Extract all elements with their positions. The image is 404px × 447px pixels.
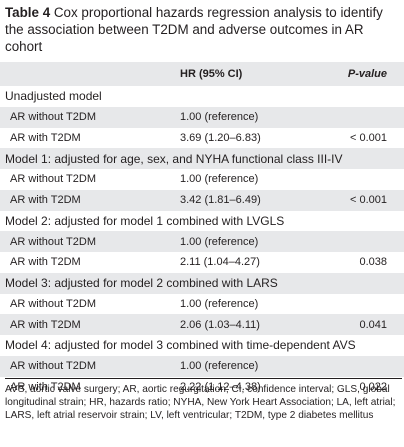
model-section-row: Unadjusted model xyxy=(0,86,404,107)
model-section-title: Unadjusted model xyxy=(5,89,102,104)
group-label: AR with T2DM xyxy=(0,314,180,335)
hazard-ratio-cell: 1.00 (reference) xyxy=(180,173,259,186)
p-value-cell: 0.041 xyxy=(326,314,404,335)
table-title: Cox proportional hazards regression anal… xyxy=(5,5,383,54)
table-footnote: AVS, aortic valve surgery; AR, aortic re… xyxy=(5,378,402,422)
table-caption: Table 4 Cox proportional hazards regress… xyxy=(5,4,397,55)
table-row: AR with T2DM 3.69 (1.20–6.83) < 0.001 xyxy=(0,128,404,149)
p-value-cell: < 0.001 xyxy=(349,131,387,144)
p-value-cell: < 0.001 xyxy=(326,189,404,211)
hazard-ratio-cell: 3.69 (1.20–6.83) xyxy=(180,131,261,144)
hazard-ratio-cell: 2.22 (1.12–4.38) xyxy=(180,380,261,393)
results-table: HR (95% CI) P-value Unadjusted model AR w… xyxy=(0,62,404,397)
model-section-title: Model 3: adjusted for model 2 combined w… xyxy=(0,272,404,294)
p-value-cell xyxy=(326,106,404,128)
hazard-ratio-cell: 1.00 (reference) xyxy=(180,106,326,128)
hazard-ratio-cell: 2.11 (1.04–4.27) xyxy=(180,256,260,269)
model-section-title: Model 1: adjusted for age, sex, and NYHA… xyxy=(0,148,404,169)
p-value-cell: 0.038 xyxy=(359,256,387,269)
group-label: AR with T2DM xyxy=(10,380,81,393)
hazard-ratio-cell: 1.00 (reference) xyxy=(180,297,259,310)
model-section-title: Model 4: adjusted for model 3 combined w… xyxy=(5,338,356,353)
p-value-cell: 0.022 xyxy=(359,380,387,393)
header-hr: HR (95% CI) xyxy=(180,62,326,86)
group-label: AR without T2DM xyxy=(0,355,180,377)
model-section-row: Model 4: adjusted for model 3 combined w… xyxy=(0,335,404,356)
table-row: AR without T2DM 1.00 (reference) xyxy=(0,169,404,190)
model-section-row: Model 2: adjusted for model 1 combined w… xyxy=(0,211,404,232)
hazard-ratio-cell: 1.00 (reference) xyxy=(180,231,326,252)
table-row: AR with T2DM 2.22 (1.12–4.38) 0.022 xyxy=(0,377,404,398)
group-label: AR with T2DM xyxy=(10,256,81,269)
p-value-cell xyxy=(326,294,404,315)
group-label: AR with T2DM xyxy=(10,131,81,144)
group-label: AR with T2DM xyxy=(0,189,180,211)
hazard-ratio-cell: 3.42 (1.81–6.49) xyxy=(180,189,326,211)
header-pvalue: P-value xyxy=(326,62,404,86)
header-blank xyxy=(0,62,180,86)
hazard-ratio-cell: 1.00 (reference) xyxy=(180,355,326,377)
p-value-cell xyxy=(326,169,404,190)
p-value-cell xyxy=(326,355,404,377)
table-label: Table 4 xyxy=(5,5,51,20)
hazard-ratio-cell: 2.06 (1.03–4.11) xyxy=(180,314,326,335)
header-row: HR (95% CI) P-value xyxy=(0,62,404,86)
group-label: AR without T2DM xyxy=(10,173,96,186)
group-label: AR without T2DM xyxy=(0,106,180,128)
group-label: AR without T2DM xyxy=(0,231,180,252)
model-section-row: Model 1: adjusted for age, sex, and NYHA… xyxy=(0,148,404,169)
model-section-row: Model 3: adjusted for model 2 combined w… xyxy=(0,272,404,294)
p-value-cell xyxy=(326,231,404,252)
model-section-title: Model 2: adjusted for model 1 combined w… xyxy=(5,213,285,228)
group-label: AR without T2DM xyxy=(10,297,96,310)
table-row: AR without T2DM 1.00 (reference) xyxy=(0,294,404,315)
table-row: AR with T2DM 2.11 (1.04–4.27) 0.038 xyxy=(0,252,404,273)
